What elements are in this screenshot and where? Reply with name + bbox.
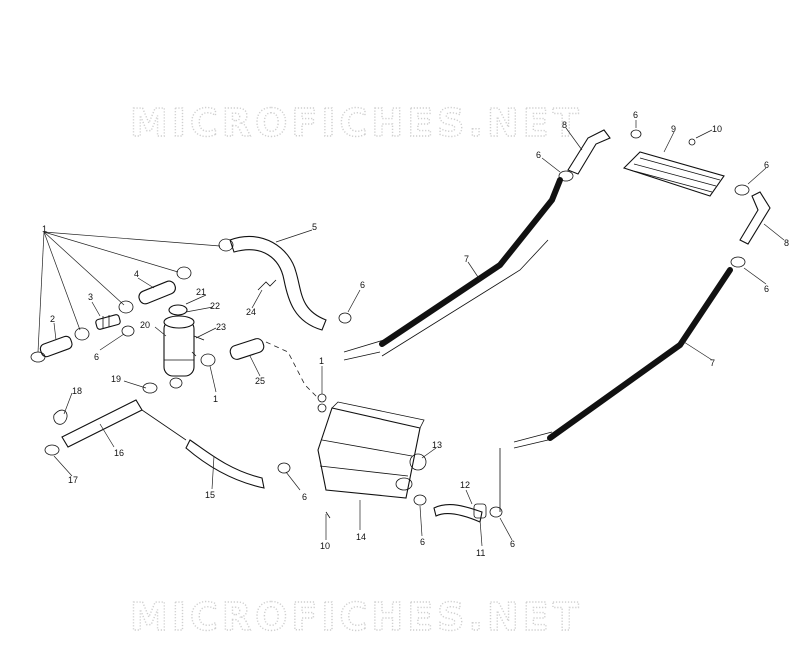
callout-10: 10 [320, 541, 330, 551]
callout-21: 21 [196, 287, 206, 297]
callout-1: 1 [42, 224, 47, 234]
callout-18: 18 [72, 386, 82, 396]
fitting-part-3 [95, 314, 121, 330]
hose-part-5 [229, 235, 327, 331]
callout-19: 19 [111, 374, 121, 384]
callout-15: 15 [205, 490, 215, 500]
callout-6: 6 [420, 537, 425, 547]
callout-10: 10 [712, 124, 722, 134]
callout-25: 25 [255, 376, 265, 386]
callout-17: 17 [68, 475, 78, 485]
callout-6: 6 [94, 352, 99, 362]
callout-20: 20 [140, 320, 150, 330]
hose-part-25 [229, 338, 265, 360]
callout-7: 7 [464, 254, 469, 264]
callout-6: 6 [633, 110, 638, 120]
callout-1: 1 [319, 356, 324, 366]
hose-part-2 [30, 335, 73, 363]
callout-16: 16 [114, 448, 124, 458]
exchanger-part-7-lower [499, 267, 733, 512]
hose-part-12 [433, 504, 483, 523]
hose-part-15 [185, 439, 265, 489]
watermark-top: MICROFICHES.NET [130, 101, 583, 145]
callout-6: 6 [764, 160, 769, 170]
clamp-group-left [44, 266, 216, 456]
exchanger-part-7-upper [343, 177, 563, 361]
leader-fan-part-1 [37, 231, 221, 353]
callout-6: 6 [302, 492, 307, 502]
callout-9: 9 [671, 124, 676, 134]
callout-22: 22 [210, 301, 220, 311]
callout-3: 3 [88, 292, 93, 302]
hose-part-8-upper [567, 129, 611, 175]
plate-part-9 [622, 151, 725, 197]
callout-6: 6 [536, 150, 541, 160]
hose-part-16 [61, 399, 143, 448]
hose-part-4 [138, 280, 176, 305]
callout-6: 6 [510, 539, 515, 549]
callout-2: 2 [50, 314, 55, 324]
callout-8: 8 [784, 238, 789, 248]
callout-1: 1 [213, 394, 218, 404]
part-18 [53, 409, 68, 425]
callout-24: 24 [246, 307, 256, 317]
callout-7: 7 [710, 358, 715, 368]
callout-14: 14 [356, 532, 366, 542]
callout-13: 13 [432, 440, 442, 450]
callout-6: 6 [360, 280, 365, 290]
tank-part-14 [317, 401, 427, 499]
bolt-part-10-lower [325, 511, 331, 519]
callout-11: 11 [476, 548, 485, 558]
clip-part-24 [257, 279, 277, 291]
leader-lines [53, 120, 785, 547]
hose-part-8-right [739, 191, 771, 245]
callout-23: 23 [216, 322, 226, 332]
dashed-path-25 [265, 341, 319, 399]
callout-8: 8 [562, 120, 567, 130]
callout-6: 6 [764, 284, 769, 294]
watermark-bottom: MICROFICHES.NET [130, 595, 583, 639]
callout-4: 4 [134, 269, 139, 279]
callout-5: 5 [312, 222, 317, 232]
callout-12: 12 [460, 480, 470, 490]
coolant-reservoir [163, 304, 205, 389]
